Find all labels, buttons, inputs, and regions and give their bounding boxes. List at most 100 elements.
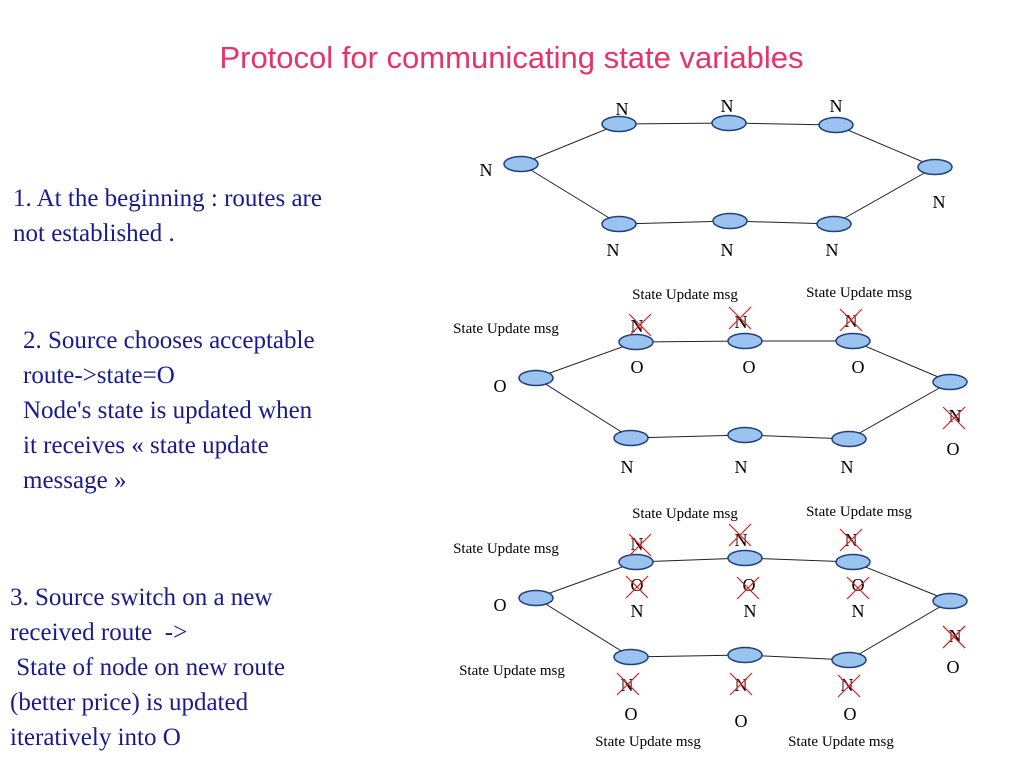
node-state-label: N (735, 530, 748, 550)
route-link (835, 124, 936, 168)
state-update-msg-label: State Update msg (806, 504, 912, 520)
route-link (630, 434, 746, 439)
network-node (831, 430, 867, 448)
state-cross-icon (736, 576, 760, 600)
network-node (835, 332, 871, 350)
network-node (917, 158, 953, 176)
state-cross-icon (729, 672, 753, 696)
node-state-label: N (480, 160, 493, 180)
state-cross-icon (839, 528, 863, 552)
route-link (833, 166, 936, 225)
node-state-label: N (735, 457, 748, 477)
node-state-label: N (830, 96, 843, 116)
network-node (727, 426, 763, 444)
node-state-label: O (947, 439, 960, 459)
node-state-label: N (826, 240, 839, 260)
state-cross-icon (839, 308, 863, 332)
network-diagram-1: N N N N N N N N (480, 96, 953, 260)
node-state-label: N (845, 311, 858, 331)
node-state-label: O (625, 704, 638, 724)
network-node (618, 333, 654, 351)
network-node (712, 212, 748, 230)
node-state-label: N (841, 457, 854, 477)
route-link (618, 122, 730, 125)
state-cross-icon (628, 313, 652, 337)
network-node (818, 116, 854, 134)
route-link (520, 163, 620, 225)
network-node (618, 553, 654, 571)
route-link (535, 341, 637, 379)
state-cross-icon (728, 306, 752, 330)
node-state-label: O (631, 357, 644, 377)
route-link (535, 561, 637, 599)
node-state-label: O (844, 704, 857, 724)
step-1-text: 1. At the beginning : routes are not est… (13, 185, 322, 247)
network-node (601, 115, 637, 133)
network-node (727, 646, 763, 664)
network-node (518, 589, 554, 607)
network-node (831, 651, 867, 669)
state-update-msg-label: State Update msg (453, 541, 559, 557)
node-state-label: N (621, 457, 634, 477)
state-update-msg-label: State Update msg (788, 734, 894, 750)
state-cross-icon (616, 672, 640, 696)
route-link (744, 557, 854, 563)
state-cross-icon (837, 674, 861, 698)
route-link (618, 220, 731, 225)
network-node (932, 592, 968, 610)
node-state-label: N (744, 601, 757, 621)
node-state-label: N (607, 240, 620, 260)
network-node (601, 215, 637, 233)
route-link (848, 600, 951, 661)
node-state-label: O (947, 657, 960, 677)
node-state-label: N (721, 240, 734, 260)
state-update-msg-label: State Update msg (595, 734, 701, 750)
route-link (728, 122, 837, 126)
network-node (835, 553, 871, 571)
network-node (518, 369, 554, 387)
state-update-msg-label: State Update msg (806, 285, 912, 301)
step-2-text: 2. Source chooses acceptable route->stat… (23, 327, 315, 494)
state-cross-icon (628, 533, 652, 557)
state-update-msg-label: State Update msg (632, 287, 738, 303)
node-state-label: O (743, 357, 756, 377)
network-node (613, 429, 649, 447)
network-node (727, 549, 763, 567)
network-node (932, 373, 968, 391)
network-node (711, 114, 747, 132)
state-cross-icon (846, 576, 870, 600)
route-link (848, 381, 951, 440)
node-state-label: O (852, 357, 865, 377)
node-state-label: O (852, 575, 865, 595)
node-state-label: N (631, 601, 644, 621)
route-link (630, 654, 746, 658)
node-state-label: O (735, 711, 748, 731)
node-state-label: N (933, 192, 946, 212)
state-cross-icon (728, 523, 752, 547)
route-link (535, 377, 632, 439)
state-update-msg-label: State Update msg (459, 663, 565, 679)
step-3-text: 3. Source switch on a new received route… (10, 584, 285, 751)
node-state-label: O (494, 595, 507, 615)
network-node (613, 648, 649, 666)
route-link (635, 340, 746, 343)
node-state-label: N (852, 601, 865, 621)
route-link (852, 561, 951, 602)
route-link (520, 123, 620, 165)
state-update-msg-label: State Update msg (632, 506, 738, 522)
node-state-label: N (735, 675, 748, 695)
network-node (727, 332, 763, 350)
node-state-label: N (616, 99, 629, 119)
node-state-label: O (494, 376, 507, 396)
network-node (816, 215, 852, 233)
node-state-label: N (721, 96, 734, 116)
state-cross-icon (942, 406, 966, 430)
route-link (535, 597, 632, 658)
slide-title: Protocol for communicating state variabl… (219, 40, 804, 75)
state-cross-icon (942, 625, 966, 649)
route-link (852, 340, 951, 383)
state-cross-icon (625, 575, 649, 599)
